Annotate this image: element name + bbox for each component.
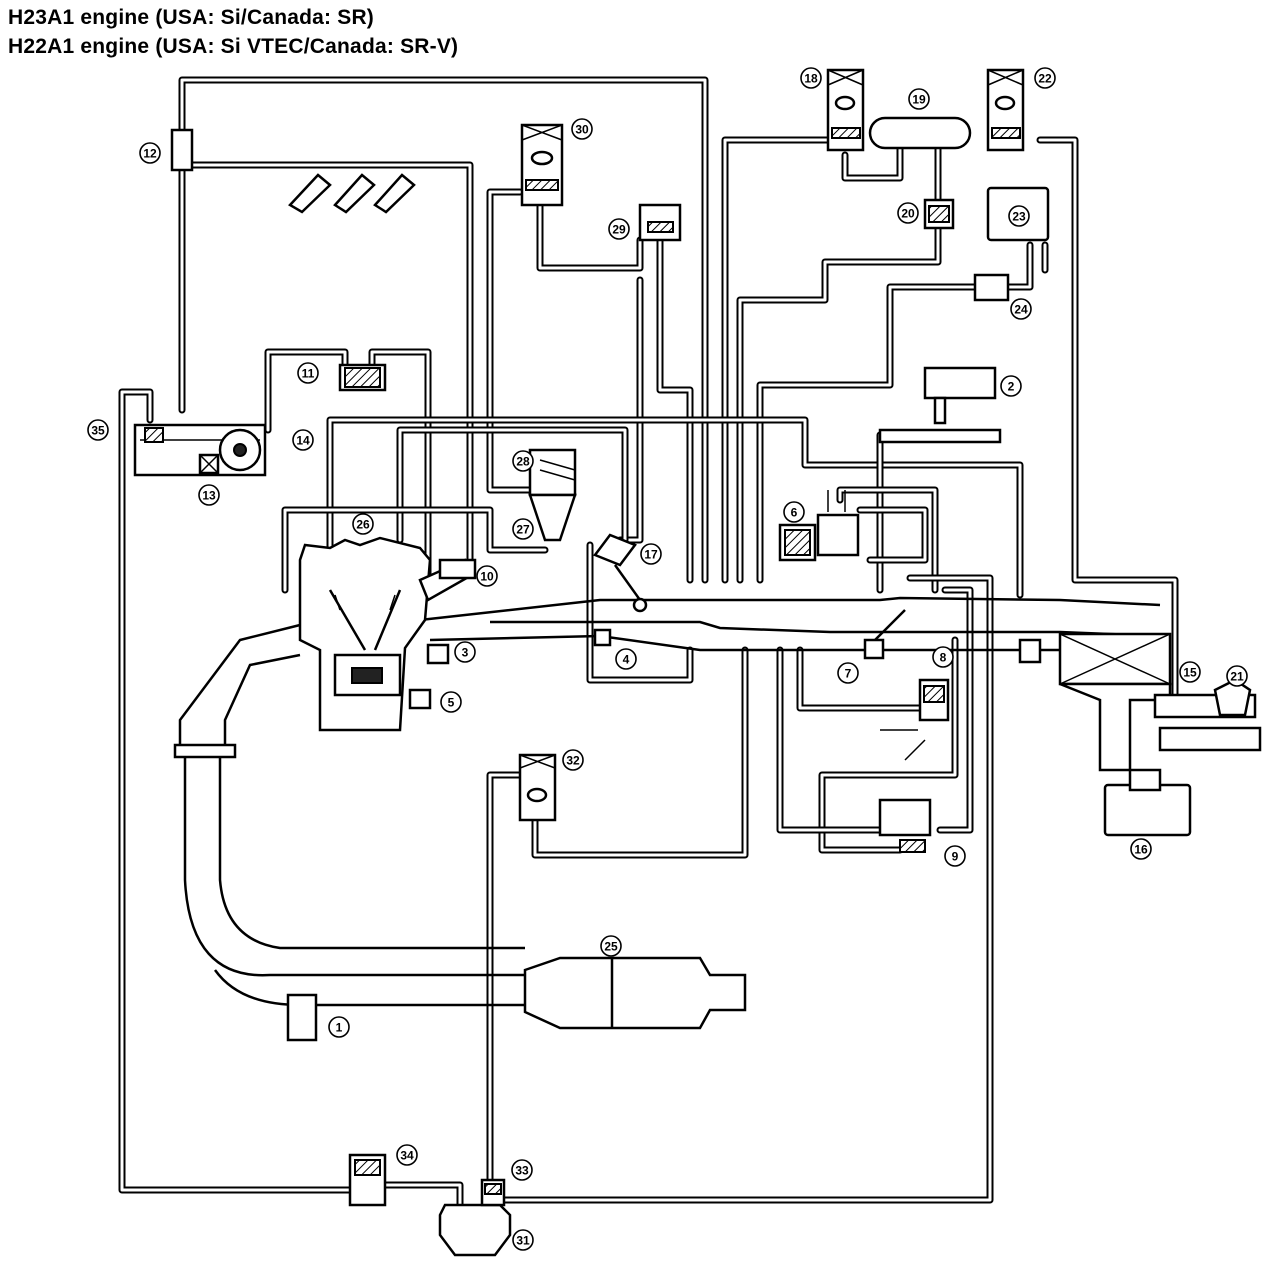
callout-19: 19 [908, 88, 930, 110]
diagram-title-line-2: H22A1 engine (USA: Si VTEC/Canada: SR-V) [8, 35, 459, 58]
callout-24: 24 [1010, 298, 1032, 320]
callout-label: 22 [1038, 72, 1052, 86]
engine-cylinder [298, 536, 474, 732]
callout-9: 9 [944, 845, 966, 867]
callout-18: 18 [800, 67, 822, 89]
callout-label: 20 [901, 207, 915, 221]
callout-17: 17 [640, 543, 662, 565]
callout-label: 31 [516, 1234, 530, 1248]
callout-3: 3 [454, 641, 476, 663]
callout-label: 17 [644, 548, 658, 562]
intake-manifold [419, 596, 1172, 772]
callout-2: 2 [1000, 375, 1022, 397]
callout-label: 2 [1008, 380, 1015, 394]
fuel-tank [133, 423, 267, 477]
callout-label: 8 [940, 651, 947, 665]
callout-label: 11 [302, 367, 315, 381]
callout-30: 30 [571, 118, 593, 140]
callout-label: 10 [480, 570, 494, 584]
callout-6: 6 [783, 501, 805, 523]
callout-35: 35 [87, 419, 109, 441]
callout-26: 26 [352, 513, 374, 535]
callout-label: 3 [462, 646, 469, 660]
callout-label: 18 [804, 72, 818, 86]
exhaust-system [173, 623, 747, 1042]
callout-11: 11 [297, 362, 319, 384]
callout-1: 1 [328, 1016, 350, 1038]
callout-label: 15 [1183, 666, 1197, 680]
callout-23: 23 [1008, 205, 1030, 227]
callout-29: 29 [608, 218, 630, 240]
callout-label: 21 [1230, 670, 1244, 684]
callout-label: 6 [791, 506, 798, 520]
callout-13: 13 [198, 484, 220, 506]
callout-label: 13 [202, 489, 216, 503]
callout-21: 21 [1226, 665, 1248, 687]
callout-32: 32 [562, 749, 584, 771]
callout-label: 33 [515, 1164, 529, 1178]
callout-label: 16 [1134, 843, 1148, 857]
fuel-injectors [288, 173, 416, 214]
callout-8: 8 [932, 646, 954, 668]
callout-label: 14 [296, 434, 310, 448]
callout-label: 29 [612, 223, 626, 237]
callout-15: 15 [1179, 661, 1201, 683]
callout-label: 23 [1012, 210, 1026, 224]
callout-label: 27 [516, 523, 530, 537]
callout-27: 27 [512, 518, 534, 540]
callout-label: 19 [912, 93, 926, 107]
callout-label: 25 [604, 940, 618, 954]
callout-5: 5 [440, 691, 462, 713]
callout-7: 7 [837, 662, 859, 684]
callout-22: 22 [1034, 67, 1056, 89]
callout-12: 12 [139, 142, 161, 164]
callout-label: 12 [143, 147, 157, 161]
callout-25: 25 [600, 935, 622, 957]
callout-14: 14 [292, 429, 314, 451]
callout-label: 24 [1014, 303, 1028, 317]
callout-10: 10 [476, 565, 498, 587]
callout-label: 4 [623, 653, 630, 667]
callout-31: 31 [512, 1229, 534, 1251]
callout-33: 33 [511, 1159, 533, 1181]
callout-label: 30 [575, 123, 589, 137]
hoses [118, 76, 1224, 1209]
callout-16: 16 [1130, 838, 1152, 860]
callout-4: 4 [615, 648, 637, 670]
diagram-title-line-1: H23A1 engine (USA: Si/Canada: SR) [8, 6, 374, 29]
callout-label: 1 [336, 1021, 343, 1035]
callout-34: 34 [396, 1144, 418, 1166]
callout-label: 26 [356, 518, 370, 532]
callout-label: 34 [400, 1149, 414, 1163]
callout-28: 28 [512, 450, 534, 472]
callout-label: 7 [845, 667, 852, 681]
callout-label: 5 [448, 696, 455, 710]
callout-20: 20 [897, 202, 919, 224]
callout-label: 35 [91, 424, 105, 438]
callout-label: 9 [952, 850, 959, 864]
callout-label: 32 [566, 754, 580, 768]
callout-label: 28 [516, 455, 530, 469]
